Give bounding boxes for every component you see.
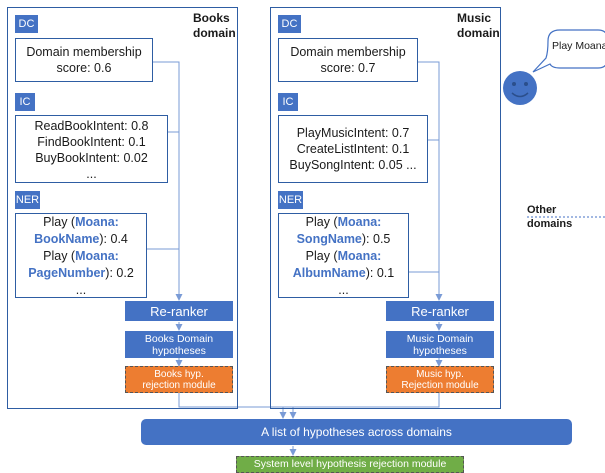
- music-ner-box: Play (Moana: SongName): 0.5 Play (Moana:…: [278, 213, 409, 298]
- music-dc-arrow: [418, 61, 443, 301]
- books-domain-title: Books domain: [193, 11, 236, 40]
- books-ic-line: ReadBookIntent: 0.8: [34, 119, 149, 133]
- music-to-list-line: [279, 393, 440, 419]
- music-dc-box: Domain membership score: 0.7: [278, 38, 418, 82]
- books-ic-line: ...: [86, 167, 97, 181]
- system-rejection-module: System level hypothesis rejection module: [236, 456, 464, 473]
- hypotheses-list-box: A list of hypotheses across domains: [141, 419, 572, 445]
- books-dc-tag: DC: [15, 15, 38, 33]
- other-domains-label: Other domains: [527, 204, 573, 230]
- books-domain-panel: [7, 7, 238, 409]
- music-domain-panel: [270, 7, 501, 409]
- books-ner-tag: NER: [15, 191, 40, 209]
- books-ic-line: BuyBookIntent: 0.02: [35, 151, 148, 165]
- music-reranker: Re-ranker: [386, 301, 494, 321]
- books-reranker: Re-ranker: [125, 301, 233, 321]
- books-ner-box: Play (Moana: BookName): 0.4 Play (Moana:…: [15, 213, 147, 298]
- music-ic-line: CreateListIntent: 0.1: [296, 142, 410, 156]
- music-ic-line: BuySongIntent: 0.05 ...: [289, 158, 417, 172]
- music-ic-tag: IC: [278, 93, 298, 111]
- music-domain-title: Music domain: [457, 11, 500, 40]
- books-dc-box: Domain membership score: 0.6: [15, 38, 153, 82]
- music-ic-box: PlayMusicIntent: 0.7 CreateListIntent: 0…: [278, 115, 428, 183]
- books-ic-tag: IC: [15, 93, 35, 111]
- music-ner-tag: NER: [278, 191, 303, 209]
- speech-bubble-text: Play Moana: [552, 40, 605, 52]
- books-dc-arrow: [153, 61, 183, 301]
- music-domain-hypotheses: Music Domain hypotheses: [386, 331, 494, 358]
- books-ic-line: FindBookIntent: 0.1: [37, 135, 146, 149]
- books-rejection-module: Books hyp. rejection module: [125, 366, 233, 393]
- music-rejection-module: Music hyp. Rejection module: [386, 366, 494, 393]
- user-smiley-icon: [503, 71, 537, 105]
- books-domain-hypotheses: Books Domain hypotheses: [125, 331, 233, 358]
- music-ic-line: PlayMusicIntent: 0.7: [296, 126, 410, 140]
- music-dc-tag: DC: [278, 15, 301, 33]
- books-ic-box: ReadBookIntent: 0.8 FindBookIntent: 0.1 …: [15, 115, 168, 183]
- books-to-list-line: [178, 393, 297, 419]
